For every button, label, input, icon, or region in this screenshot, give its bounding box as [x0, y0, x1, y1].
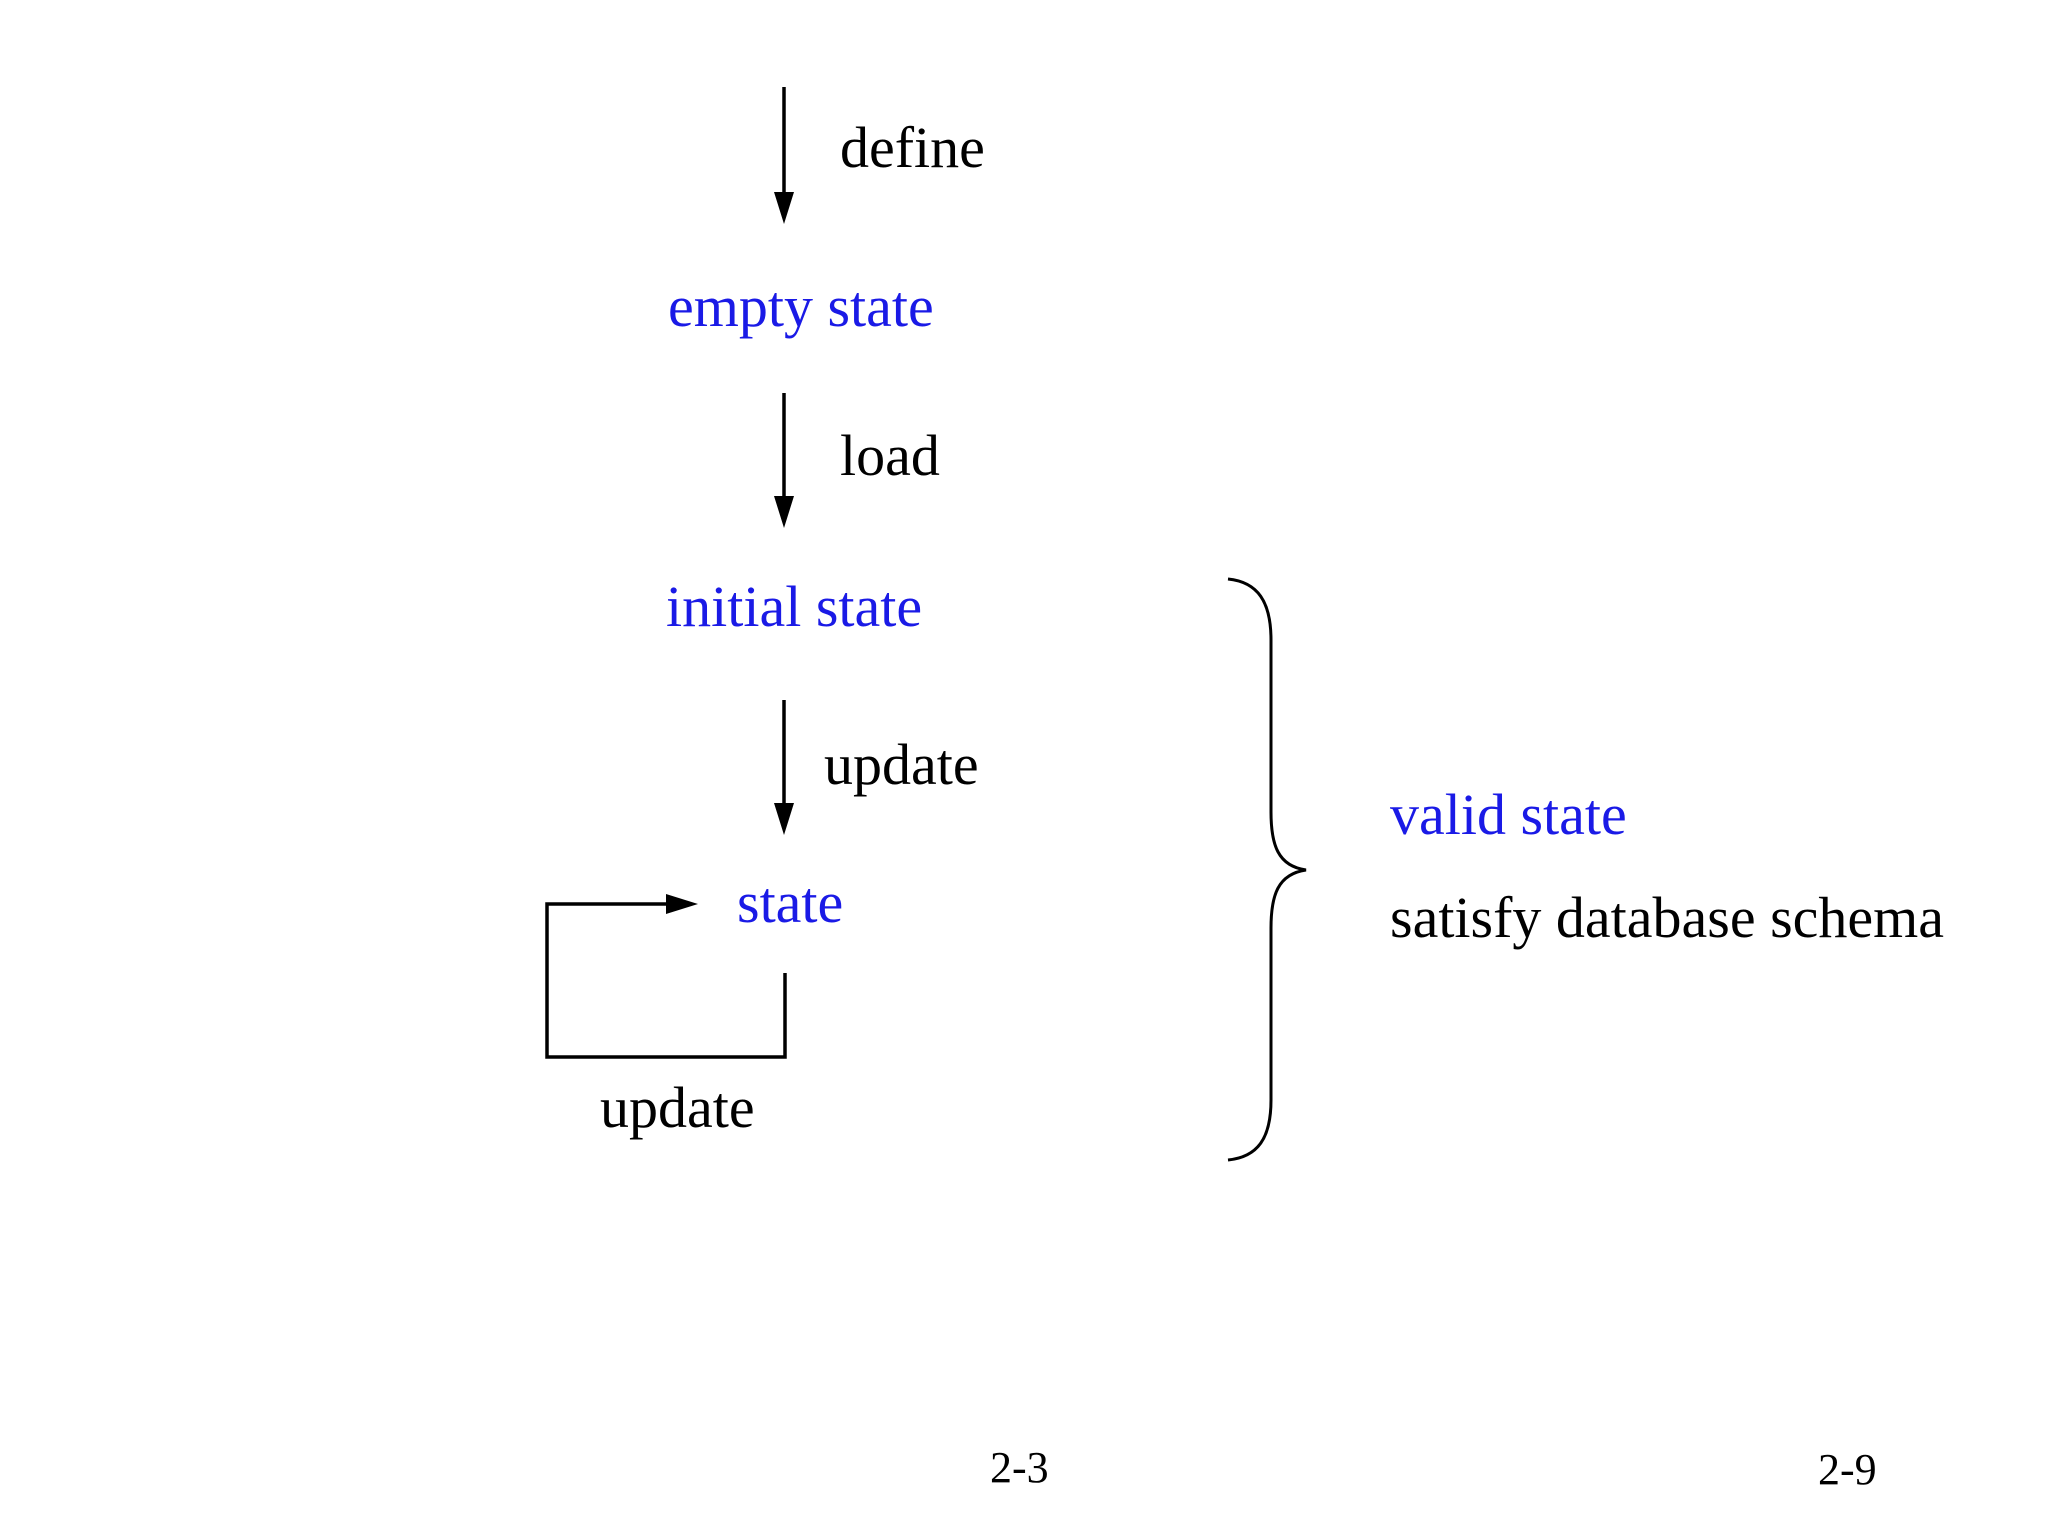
valid-state-annotation: valid state — [1390, 782, 1627, 847]
page-number-left: 2-3 — [990, 1443, 1049, 1492]
schema-annotation: satisfy database schema — [1390, 885, 1945, 950]
update-edge-label: update — [824, 732, 979, 797]
loop-update-edge-label: update — [600, 1075, 755, 1140]
update-down-arrow-icon — [774, 700, 794, 835]
empty-state-node: empty state — [668, 274, 934, 339]
grouping-curly-brace-icon — [1227, 577, 1307, 1162]
page-number-right: 2-9 — [1818, 1445, 1877, 1494]
state-loop-arrow-icon — [545, 894, 787, 1059]
initial-state-node: initial state — [666, 574, 923, 639]
state-node: state — [737, 870, 844, 935]
define-down-arrow-icon — [774, 87, 794, 224]
load-down-arrow-icon — [774, 393, 794, 528]
define-edge-label: define — [840, 115, 985, 180]
load-edge-label: load — [840, 423, 940, 488]
